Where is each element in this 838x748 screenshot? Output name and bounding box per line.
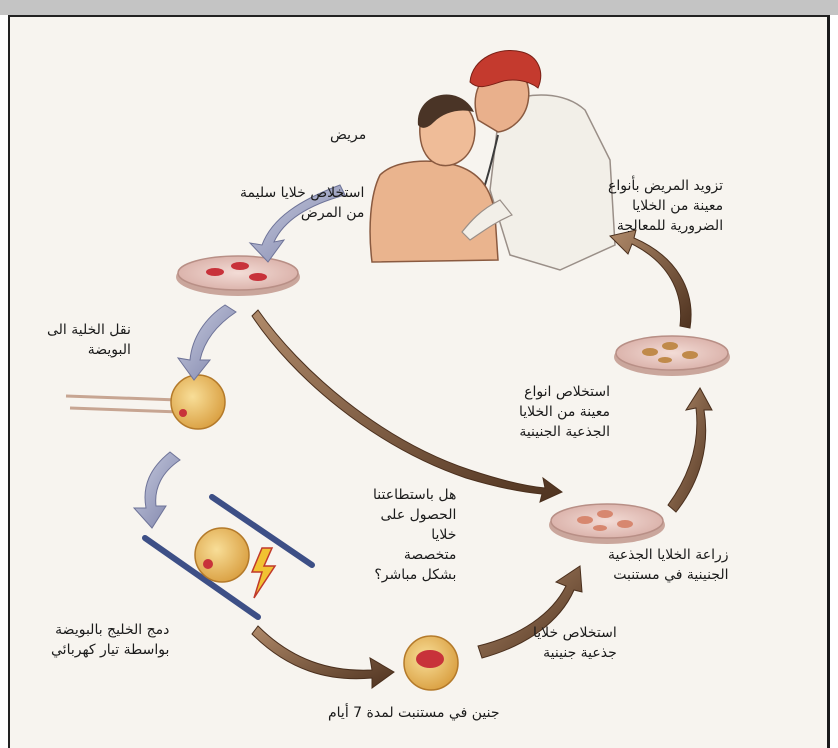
label-extract-types: استخلاص انواع معينة من الخلايا الجذعية ا… <box>519 382 610 442</box>
arrow-dish-direct-to-culture <box>252 310 562 502</box>
label-supply-patient: تزويد المريض بأنواع معينة من الخلايا الض… <box>608 176 723 236</box>
label-embryo: جنين في مستنبت لمدة 7 أيام <box>328 703 499 723</box>
patient-doctor-illustration <box>370 50 615 270</box>
petri-dish-specific-types <box>614 336 730 376</box>
arrow-dish-to-egg <box>178 305 236 380</box>
label-extract-embryonic: استخلاص خلايا جذعية جنينية <box>533 623 617 663</box>
embryo <box>404 636 458 690</box>
label-extract-healthy-cells: استخلاص خلايا سليمة من المرض <box>240 183 364 223</box>
patient-body <box>370 161 498 262</box>
arrow-fusion-to-embryo <box>252 626 394 688</box>
brown-arrows <box>252 230 712 688</box>
lightning-icon <box>252 548 275 598</box>
arrow-types-to-patient <box>610 230 691 328</box>
pipette-and-egg <box>66 375 225 429</box>
label-patient: مريض <box>330 125 366 145</box>
label-transfer-to-egg: نقل الخلية الى البويضة <box>47 320 131 360</box>
electrofusion <box>145 497 312 617</box>
arrow-culture-to-types <box>668 388 712 512</box>
blue-arrows <box>134 185 345 528</box>
petri-dish-culture <box>549 504 665 544</box>
label-culture: زراعة الخلايا الجذعية الجنينية في مستنبت <box>608 545 729 585</box>
petri-dish-healthy-cells <box>176 256 300 296</box>
label-electrofusion: دمج الخليج بالبويضة بواسطة تيار كهربائي <box>51 620 169 660</box>
arrow-egg-to-fusion <box>134 452 180 528</box>
label-question: هل باستطاعتنا الحصول على خلايا متخصصة بش… <box>373 485 456 585</box>
